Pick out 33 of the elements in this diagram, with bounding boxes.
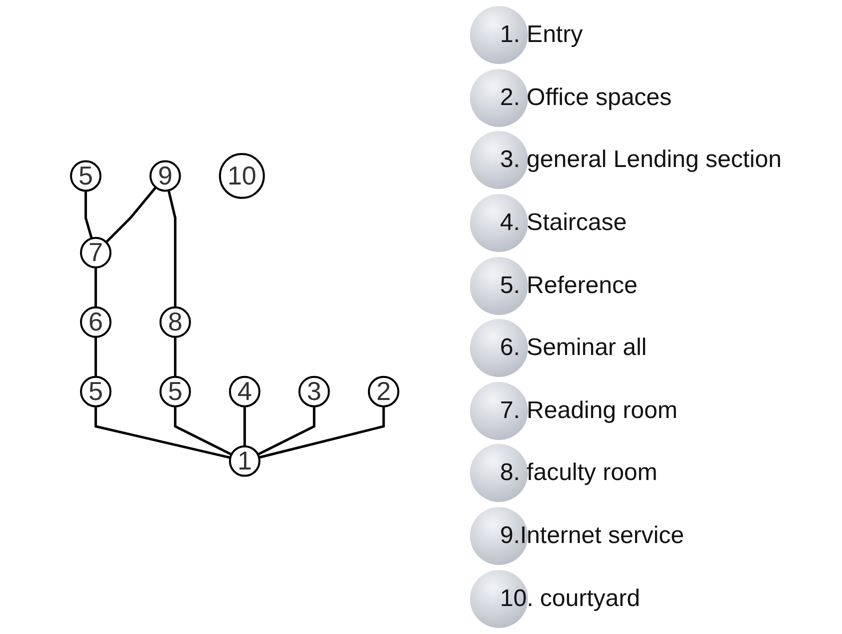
legend-text: 8. faculty room — [500, 459, 658, 488]
legend-text: 9.Internet service — [500, 522, 684, 550]
legend-text: 2. Office spaces — [500, 84, 672, 112]
connector — [168, 190, 177, 308]
node-circle: 7 — [80, 236, 112, 268]
connector — [259, 406, 386, 458]
connector — [258, 406, 316, 456]
node-circle: 8 — [160, 306, 192, 338]
connector — [174, 336, 177, 377]
legend-text: 10. courtyard — [500, 584, 640, 613]
connector — [244, 406, 246, 446]
node-circle: 6 — [80, 306, 112, 338]
node-circle: 3 — [298, 376, 330, 408]
node-circle: 10 — [219, 152, 266, 199]
legend-text: 5. Reference — [500, 272, 638, 300]
legend-text: 7. Reading room — [500, 396, 678, 425]
node-circle: 1 — [229, 445, 261, 477]
node-circle: 9 — [150, 160, 182, 192]
legend-text: 3. general Lending section — [500, 146, 782, 174]
node-circle: 5 — [80, 376, 112, 408]
connector — [106, 186, 158, 243]
legend-text: 1. Entry — [500, 21, 583, 50]
legend-text: 6. Seminar all — [500, 334, 647, 362]
connector — [94, 267, 98, 308]
node-circle: 4 — [229, 376, 261, 408]
connector — [174, 406, 232, 456]
node-circle: 5 — [70, 160, 102, 192]
legend-text: 4. Staircase — [500, 209, 627, 238]
connector — [94, 336, 98, 377]
connector — [84, 190, 94, 239]
node-circle: 5 — [160, 376, 192, 408]
connector — [94, 406, 231, 459]
node-circle: 2 — [368, 376, 400, 408]
